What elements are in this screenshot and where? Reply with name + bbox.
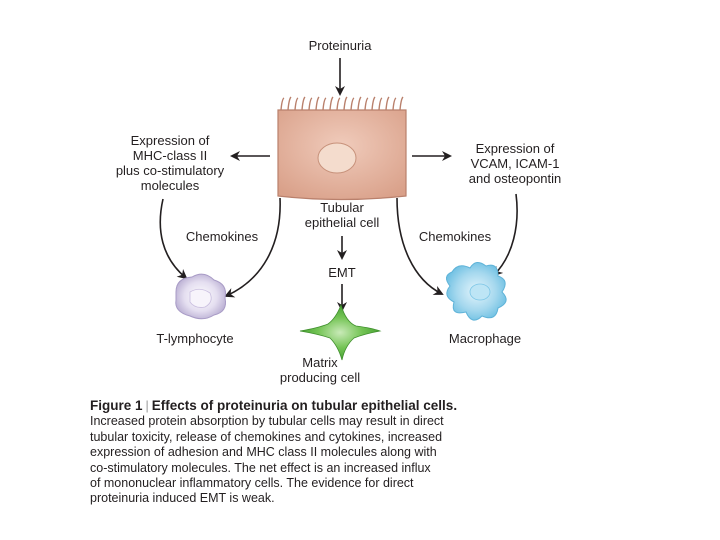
caption-text-line: Increased protein absorption by tubular … bbox=[90, 414, 444, 429]
nucleus-icon bbox=[317, 142, 357, 174]
figure-label: Figure 1 bbox=[90, 398, 143, 413]
diagram bbox=[159, 58, 518, 361]
t-lymphocyte-icon bbox=[175, 273, 226, 320]
left-expression-line: plus co-stimulatory bbox=[115, 163, 225, 178]
tubular-epithelial-cell-icon bbox=[277, 96, 407, 201]
t-lymphocyte-label: T-lymphocyte bbox=[156, 331, 234, 346]
left-chemokines-label: Chemokines bbox=[185, 229, 259, 244]
matrix-label-line: producing cell bbox=[279, 370, 361, 385]
caption-text-line: co-stimulatory molecules. The net effect… bbox=[90, 460, 431, 475]
right-expression-line: and osteopontin bbox=[468, 171, 562, 186]
caption-text-line: tubular toxicity, release of chemokines … bbox=[90, 429, 443, 444]
arrow-right-expression-to-macrophage bbox=[492, 193, 518, 277]
macrophage-label: Macrophage bbox=[448, 331, 522, 346]
left-expression-line: Expression of bbox=[130, 133, 210, 148]
macrophage-icon bbox=[446, 262, 507, 321]
caption-title-line: Figure 1|Effects of proteinuria on tubul… bbox=[90, 398, 560, 414]
left-expression-line: molecules bbox=[140, 178, 200, 193]
caption-text-line: of mononuclear inflammatory cells. The e… bbox=[90, 476, 414, 491]
arrow-chemokines-to-t-lymphocyte bbox=[224, 197, 281, 298]
right-expression-label: Expression of VCAM, ICAM-1 and osteopont… bbox=[445, 141, 585, 186]
arrow-left-expression-to-t-lymphocyte bbox=[159, 198, 188, 280]
left-expression-line: MHC-class II bbox=[132, 148, 208, 163]
matrix-producing-cell-icon bbox=[299, 303, 382, 361]
right-expression-line: VCAM, ICAM-1 bbox=[470, 156, 560, 171]
tubular-epithelial-cell-label: Tubular epithelial cell bbox=[277, 200, 407, 230]
caption-text-line: expression of adhesion and MHC class II … bbox=[90, 445, 437, 460]
figure-caption: Figure 1|Effects of proteinuria on tubul… bbox=[90, 398, 560, 507]
matrix-label-line: Matrix bbox=[302, 355, 338, 370]
cell-label-line: epithelial cell bbox=[304, 215, 380, 230]
left-expression-label: Expression of MHC-class II plus co-stimu… bbox=[100, 133, 240, 193]
right-expression-line: Expression of bbox=[475, 141, 555, 156]
emt-label: EMT bbox=[328, 265, 356, 280]
caption-divider: | bbox=[145, 399, 149, 413]
cell-label-line: Tubular bbox=[320, 200, 364, 215]
arrow-chemokines-to-macrophage bbox=[396, 197, 444, 295]
right-chemokines-label: Chemokines bbox=[418, 229, 492, 244]
matrix-producing-cell-label: Matrix producing cell bbox=[260, 355, 380, 385]
figure-title: Effects of proteinuria on tubular epithe… bbox=[151, 398, 458, 413]
caption-text-line: proteinuria induced EMT is weak. bbox=[90, 491, 275, 506]
proteinuria-label: Proteinuria bbox=[308, 38, 372, 53]
